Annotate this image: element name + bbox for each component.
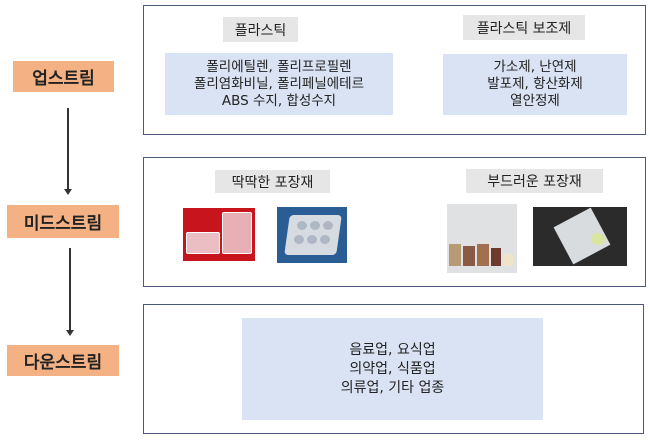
list-line: 폴리염화비닐, 폴리페닐에테르	[193, 75, 365, 92]
plastic-list: 폴리에틸렌, 폴리프로필렌 폴리염화비닐, 폴리페닐에테르 ABS 수지, 합성…	[165, 53, 393, 115]
pouch-bags-image	[447, 204, 517, 273]
flexible-header: 부드러운 포장재	[466, 169, 603, 193]
arrow-down-icon	[66, 248, 74, 336]
stage-upstream: 업스트림	[13, 61, 114, 92]
header-text: 플라스틱	[234, 22, 287, 39]
stage-label: 업스트림	[32, 69, 95, 89]
vacuum-bag-image	[533, 207, 627, 266]
additives-header: 플라스틱 보조제	[463, 15, 585, 40]
additives-list: 가소제, 난연제 발포제, 항산화제 열안정제	[443, 54, 627, 115]
stage-label: 다운스트림	[23, 353, 103, 373]
header-text: 딱딱한 포장재	[231, 174, 314, 191]
arrow-down-icon	[64, 108, 72, 195]
list-line: 음료업, 요식업	[349, 341, 436, 358]
list-line: 의류업, 기타 업종	[340, 379, 445, 396]
list-line: 폴리에틸렌, 폴리프로필렌	[206, 58, 352, 75]
plastic-header: 플라스틱	[223, 17, 298, 42]
stage-label: 미드스트림	[23, 214, 103, 234]
industries-list: 음료업, 요식업 의약업, 식품업 의류업, 기타 업종	[242, 318, 543, 420]
list-line: 가소제, 난연제	[493, 59, 577, 75]
list-line: 발포제, 항산화제	[487, 76, 583, 92]
plastic-box-image	[183, 208, 255, 261]
stage-downstream: 다운스트림	[7, 345, 119, 376]
header-text: 부드러운 포장재	[487, 174, 582, 190]
rigid-header: 딱딱한 포장재	[215, 170, 330, 193]
list-line: ABS 수지, 합성수지	[221, 92, 337, 109]
stage-midstream: 미드스트림	[7, 205, 119, 238]
header-text: 플라스틱 보조제	[476, 20, 572, 37]
list-line: 열안정제	[510, 93, 560, 109]
list-line: 의약업, 식품업	[349, 360, 436, 377]
plastic-tray-image	[277, 207, 347, 263]
